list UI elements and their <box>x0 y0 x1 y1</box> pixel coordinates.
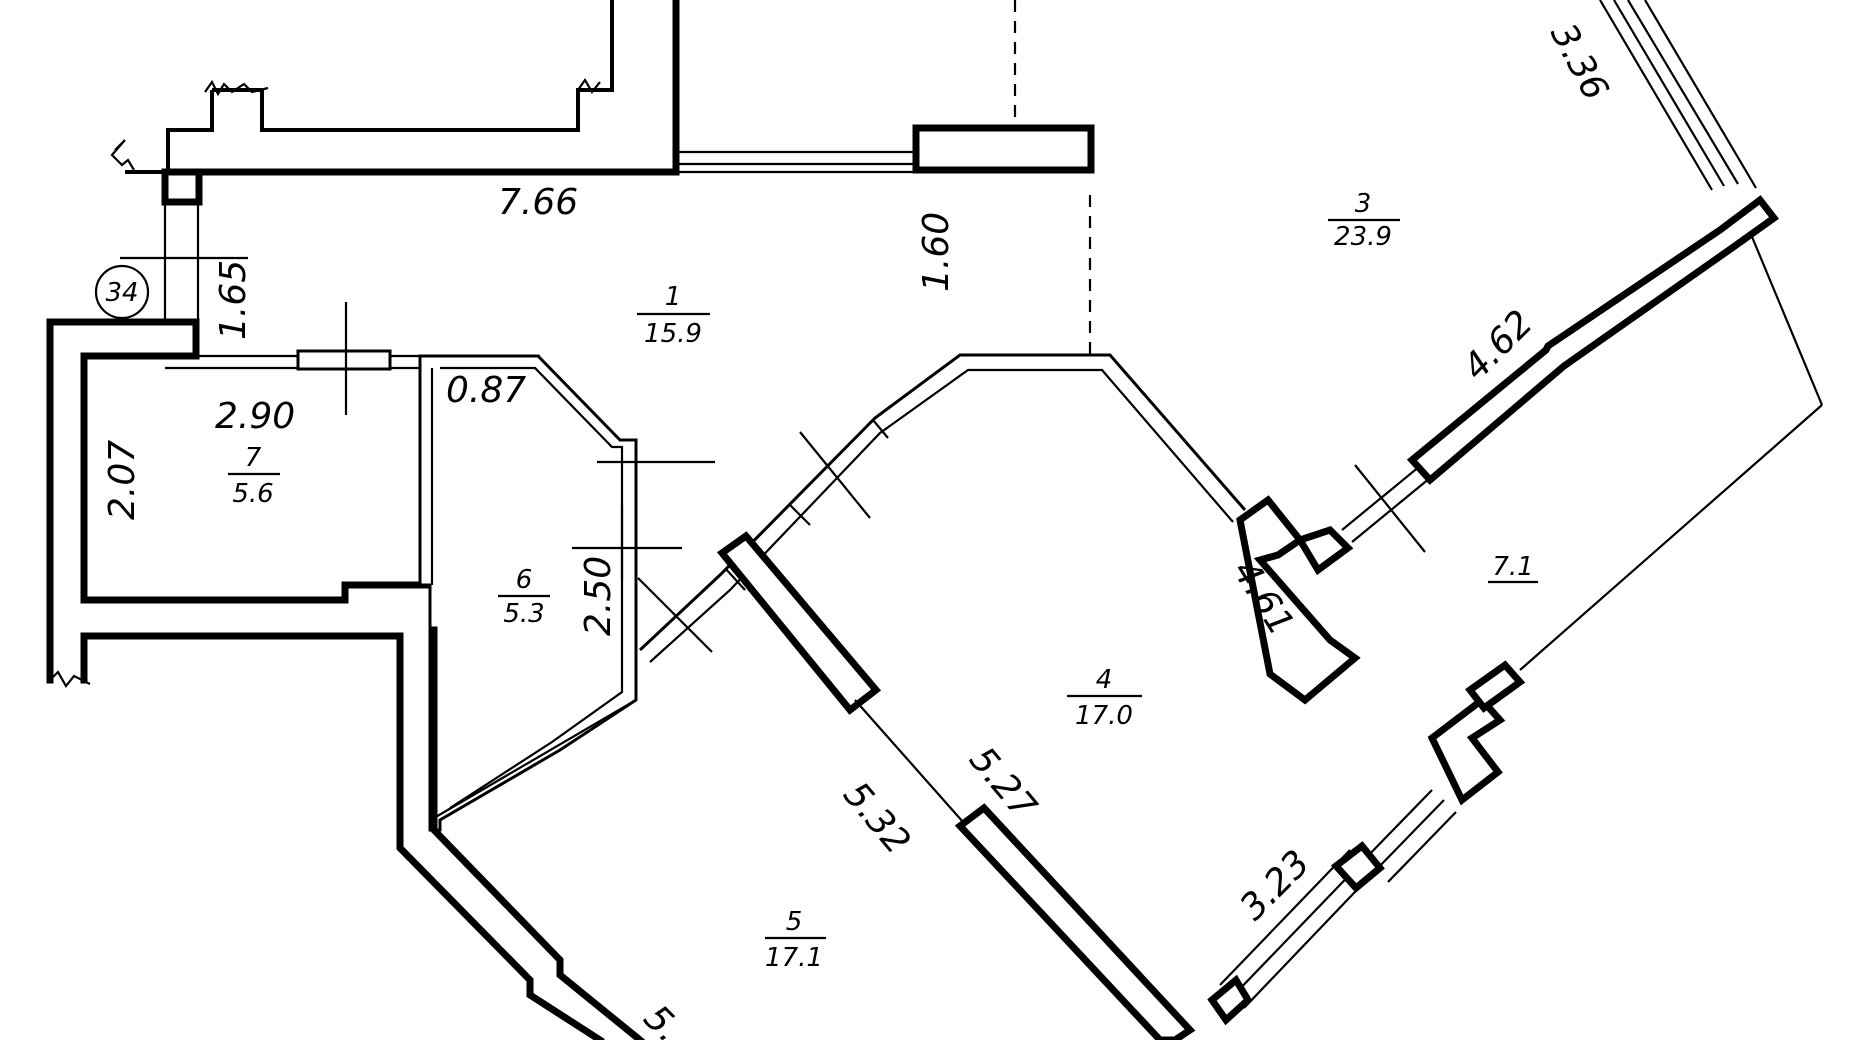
dimension-3-36: 3.36 <box>1542 17 1616 107</box>
room-4-right-bump <box>1294 525 1354 576</box>
dimension-0-87: 0.87 <box>446 370 526 411</box>
dimension-3-23: 3.23 <box>1232 843 1318 929</box>
room-6-label: 6 5.3 <box>498 565 550 629</box>
dimension-5: 5. <box>636 997 689 1040</box>
room-6-walls <box>418 354 638 832</box>
balcony-edge <box>1748 231 1824 406</box>
room-1-label: 1 15.9 <box>637 282 710 349</box>
room-4-bottom-window <box>1207 789 1457 1026</box>
dimension-2-50: 2.50 <box>578 556 619 636</box>
room-5-label: 5 17.1 <box>765 907 826 973</box>
room-7-area: 5.6 <box>232 479 273 509</box>
dimension-2-07: 2.07 <box>102 440 143 520</box>
room-1-area: 15.9 <box>644 319 702 349</box>
dimension-5-32: 5.32 <box>835 774 918 862</box>
dimension-1-60: 1.60 <box>916 212 957 292</box>
room-7-door <box>296 302 392 415</box>
room-4-left-window <box>854 699 964 823</box>
axis-marker: 34 <box>94 264 150 320</box>
room-3-diagonal-wall <box>1406 195 1780 485</box>
room-7-1-area: 7.1 <box>1492 552 1533 582</box>
room-5-area: 17.1 <box>765 943 823 973</box>
room-7-1-door <box>1341 464 1431 553</box>
room-3-number: 3 <box>1355 189 1372 219</box>
room-4-lower-left-wall <box>954 803 1196 1040</box>
room-7-label: 7 5.6 <box>228 443 280 509</box>
dimension-2-90: 2.90 <box>215 396 295 437</box>
room-1-number: 1 <box>665 282 682 312</box>
room-4-area: 17.0 <box>1075 701 1133 731</box>
room-7-1-label: 7.1 <box>1488 552 1538 584</box>
room-4-number: 4 <box>1096 665 1113 695</box>
room-3-area: 23.9 <box>1334 222 1392 252</box>
room-3-top-right-window <box>1599 0 1757 191</box>
room-4-right-wall <box>1236 495 1361 705</box>
room-7-number: 7 <box>245 443 262 473</box>
upper-left-wall <box>110 0 680 176</box>
bay-door-mark <box>799 431 871 519</box>
room-4-bay <box>638 353 1247 663</box>
top-window <box>676 150 916 174</box>
axis-marker-label: 34 <box>105 278 138 308</box>
balcony-pier <box>1464 660 1526 713</box>
room-5-number: 5 <box>786 907 803 937</box>
balcony-edge-lower <box>1519 404 1823 671</box>
room-6-door <box>572 505 682 580</box>
dimension-1-65: 1.65 <box>213 260 254 340</box>
room-6-door-mark <box>637 577 713 653</box>
room-3-label: 3 23.9 <box>1328 189 1400 252</box>
room-4-left-wall <box>716 531 882 715</box>
room-4-corner-pier <box>1427 695 1506 806</box>
room-6-number: 6 <box>516 565 533 595</box>
room-4-label: 4 17.0 <box>1067 665 1142 731</box>
top-wall-segment <box>912 124 1095 174</box>
room-6-area: 5.3 <box>503 599 544 629</box>
corridor-wall <box>396 626 645 1040</box>
dimension-7-66: 7.66 <box>498 182 578 223</box>
wall-pier <box>161 168 203 206</box>
